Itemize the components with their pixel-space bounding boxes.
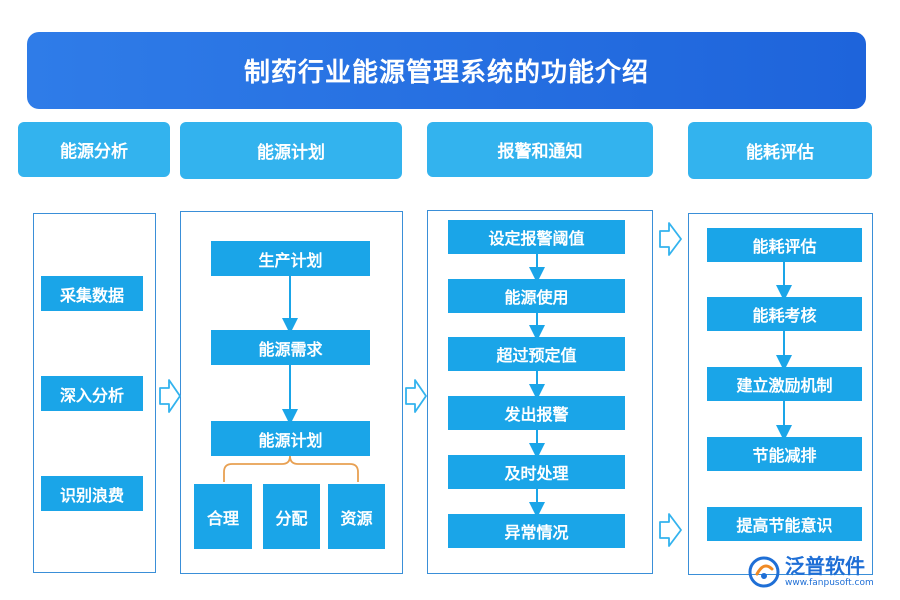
brace [223,455,359,482]
brand-url: www.fanpusoft.com [785,578,874,588]
node-timely-handle: 及时处理 [448,455,625,489]
node-set-threshold: 设定报警阈值 [448,220,625,254]
flow-arrow-2 [405,379,427,413]
brand-name: 泛普软件 [785,554,865,578]
node-energy-plan: 能源计划 [211,421,370,456]
node-exceed-value: 超过预定值 [448,337,625,371]
node-issue-alarm: 发出报警 [448,396,625,430]
flow-arrow-1 [159,379,181,413]
node-energy-evaluation: 能耗评估 [707,228,862,262]
column-header-alarm-notify: 报警和通知 [427,122,653,177]
node-incentive: 建立激励机制 [707,367,862,401]
node-collect-data: 采集数据 [41,276,143,311]
node-energy-demand: 能源需求 [211,330,370,365]
node-energy-usage: 能源使用 [448,279,625,313]
flow-arrow-4 [659,513,682,547]
node-energy-assessment: 能耗考核 [707,297,862,331]
brand-watermark: 泛普软件 www.fanpusoft.com [747,551,897,593]
node-production-plan: 生产计划 [211,241,370,276]
column-header-energy-analysis: 能源分析 [18,122,170,177]
node-resources: 资源 [328,484,385,549]
flow-arrow-3 [659,222,682,256]
node-deep-analysis: 深入分析 [41,376,143,411]
node-allocate: 分配 [263,484,320,549]
column-header-energy-plan: 能源计划 [180,122,402,179]
column-header-energy-evaluation: 能耗评估 [688,122,872,179]
node-awareness: 提高节能意识 [707,507,862,541]
node-identify-waste: 识别浪费 [41,476,143,511]
node-abnormal: 异常情况 [448,514,625,548]
node-reasonable: 合理 [194,484,252,549]
node-energy-saving: 节能减排 [707,437,862,471]
fanpu-logo-icon [748,556,780,588]
page-title: 制药行业能源管理系统的功能介绍 [27,32,866,109]
